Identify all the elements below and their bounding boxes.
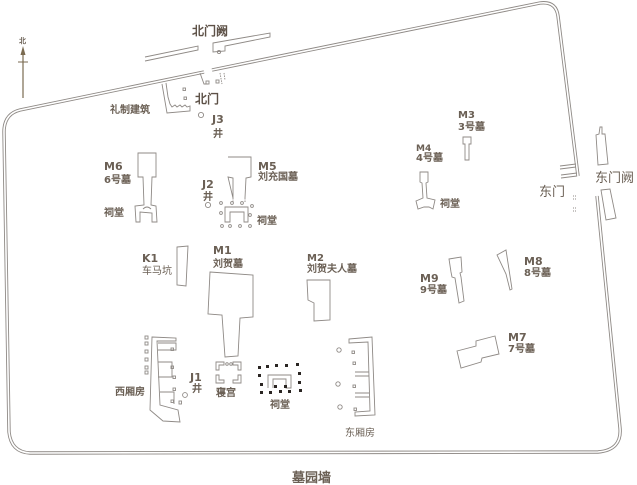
label-j2-id: J2 [201,178,214,191]
label-j2-name: 井 [203,190,213,203]
label-m2-name: 刘贺夫人墓 [307,262,358,275]
tomb-m9 [448,256,465,304]
tomb-m3 [462,136,472,161]
east-wing-building [335,336,376,417]
label-m1-name: 刘贺墓 [213,257,244,270]
label-m1-id: M1 [213,244,232,257]
label-center-shrine: 祠堂 [270,398,290,411]
label-east-que: 东门阙 [595,171,634,186]
label-north-que: 北门阙 [192,23,228,38]
tomb-m7 [456,335,500,369]
tomb-m4 [415,171,436,210]
north-que [144,32,271,62]
label-m6-shrine: 祠堂 [104,206,124,219]
label-cemetery-wall: 墓园墙 [291,470,331,485]
tomb-m6 [134,152,158,223]
label-m6-name: 6号墓 [104,173,132,186]
label-m8-id: M8 [524,255,543,268]
label-k1-name: 车马坑 [142,264,172,277]
label-m4-id: M4 [416,144,431,154]
label-m9-id: M9 [420,272,439,285]
label-m3-id: M3 [458,110,475,121]
label-m5-name: 刘充国墓 [258,170,299,183]
label-m2-id: M2 [307,253,324,264]
ritual-building [161,82,191,114]
west-wing-building [144,335,182,423]
shrine-pillars [258,363,302,394]
label-m5-id: M5 [258,160,277,173]
label-m5-shrine: 祠堂 [257,214,277,227]
label-north-gate: 北门 [195,91,219,106]
palace-ruins [215,361,242,384]
label-m4-name: 4号墓 [416,151,444,164]
cemetery-wall [2,1,622,455]
label-east-gate: 东门 [539,185,565,200]
tomb-m8 [496,249,513,291]
label-m7-id: M7 [508,331,527,344]
label-j1-id: J1 [189,371,202,384]
label-m4-shrine: 祠堂 [440,197,460,210]
shrine-pillars [219,201,254,228]
east-gate [559,163,578,212]
label-j3-id: J3 [211,113,224,126]
label-m9-name: 9号墓 [420,283,448,296]
well-j2 [204,201,212,209]
label-m7-name: 7号墓 [508,342,536,355]
center-shrine [258,363,302,394]
label-k1-id: K1 [142,252,158,265]
tomb-m1 [207,271,254,358]
well-j1 [182,392,188,398]
tomb-m2 [306,279,331,322]
well-j3 [197,111,205,119]
label-m6-id: M6 [104,160,123,173]
label-ritual-building: 礼制建筑 [110,103,150,116]
label-west-wing: 西厢房 [115,385,145,398]
label-m3-name: 3号墓 [458,120,486,133]
east-que [595,126,617,221]
label-east-wing: 东厢房 [345,426,375,439]
label-palace: 寝宫 [216,386,236,399]
north-arrow-icon [18,46,28,98]
chariot-pit-k1 [176,245,189,287]
compass-label: 北 [19,36,26,45]
label-j3-name: 井 [213,127,223,140]
label-j1-name: 井 [192,382,202,395]
tomb-m5 [219,156,254,228]
north-gate [182,72,226,100]
label-m8-name: 8号墓 [524,266,552,279]
